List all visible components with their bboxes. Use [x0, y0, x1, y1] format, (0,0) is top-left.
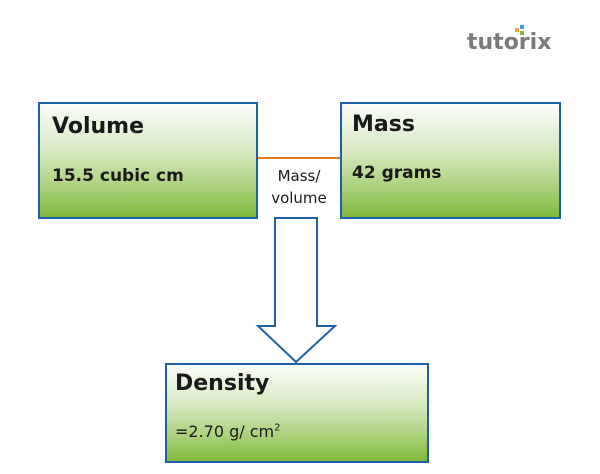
logo-dot: [520, 31, 524, 35]
density-title: Density: [175, 371, 270, 396]
density-value: =2.70 g/ cm2: [175, 422, 281, 441]
volume-box: Volume 15.5 cubic cm: [38, 102, 258, 219]
down-arrow-icon: [255, 217, 338, 364]
logo-text: tutorix: [467, 30, 552, 55]
density-value-text: =2.70 g/ cm: [175, 422, 275, 441]
logo-dot: [520, 25, 524, 29]
logo-dot: [515, 28, 519, 32]
operation-line2: volume: [271, 189, 327, 207]
tutorix-logo: tutorix: [467, 25, 552, 55]
volume-value: 15.5 cubic cm: [52, 166, 184, 186]
density-superscript: 2: [274, 422, 281, 434]
mass-box: Mass 42 grams: [340, 102, 561, 219]
mass-title: Mass: [352, 112, 415, 137]
volume-title: Volume: [52, 114, 144, 139]
mass-value: 42 grams: [352, 163, 442, 183]
operation-line1: Mass/: [277, 167, 321, 185]
density-box: Density =2.70 g/ cm2: [165, 363, 429, 463]
operation-label: Mass/ volume: [258, 165, 340, 209]
